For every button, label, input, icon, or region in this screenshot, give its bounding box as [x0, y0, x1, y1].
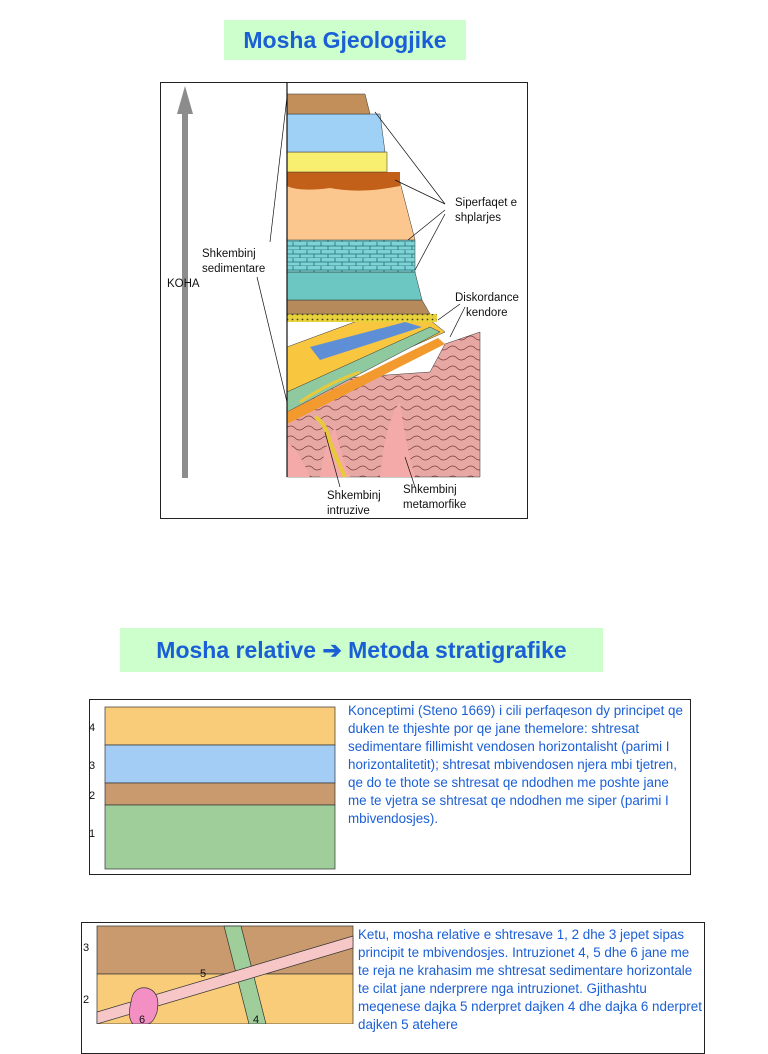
label-erosion-1: Siperfaqet e — [455, 197, 518, 209]
strat-layer-1 — [104, 804, 336, 870]
leader-lines — [256, 96, 466, 488]
label-intrusive-1: Shkembinj — [327, 490, 381, 502]
layer-brown-top — [286, 93, 371, 115]
label-sedimentary-1: Shkembinj — [202, 248, 256, 260]
steno-concept-paragraph: Konceptimi (Steno 1669) i cili perfaqeso… — [348, 703, 683, 826]
stratigraphy-layers-diagram — [104, 706, 336, 870]
layer-yellow — [286, 151, 388, 173]
unconformity-band — [287, 314, 437, 322]
section-title-geologic-age: Mosha Gjeologjike — [224, 20, 466, 60]
layer-teal — [286, 271, 423, 301]
tilted-layer-blue — [310, 322, 422, 360]
intrusion-num-6: 6 — [139, 1014, 146, 1026]
intrusion-explanation-paragraph: Ketu, mosha relative e shtresave 1, 2 dh… — [358, 927, 702, 1032]
tilted-layer-orange-2 — [287, 338, 445, 424]
dike-num-5: 5 — [200, 968, 207, 980]
label-unconformity-1: Diskordance — [455, 292, 519, 304]
label-metamorphic-1: Shkembinj — [403, 484, 457, 496]
layer-lightblue — [286, 113, 386, 153]
label-metamorphic-2: metamorfike — [403, 499, 467, 511]
label-unconformity-2: kendore — [466, 307, 508, 319]
label-intrusive-2: intruzive — [327, 505, 370, 517]
layer-limestone — [286, 239, 416, 273]
strat-num-4: 4 — [89, 722, 96, 734]
time-arrow — [177, 86, 193, 478]
section-title-relative-age: Mosha relative ➔ Metoda stratigrafike — [120, 628, 603, 672]
label-erosion-2: shplarjes — [455, 212, 502, 224]
strat-layer-2 — [104, 782, 336, 806]
layer-rust — [287, 172, 400, 191]
label-sedimentary-2: sedimentare — [202, 263, 266, 275]
layer-brown-base — [286, 299, 431, 315]
intrusion-num-2: 2 — [83, 994, 90, 1006]
geologic-cross-section-diagram — [177, 82, 481, 488]
label-time: KOHA — [167, 278, 200, 290]
dike-5 — [96, 935, 354, 1024]
layer-peach — [286, 181, 416, 241]
intrusion-dike — [313, 415, 347, 478]
intrusion-diagram — [96, 925, 354, 1024]
dike-num-4: 4 — [253, 1014, 260, 1026]
strat-num-2: 2 — [89, 790, 96, 802]
strat-num-3: 3 — [89, 760, 96, 772]
intrusion-num-3: 3 — [83, 942, 90, 954]
intrusion-6 — [129, 987, 159, 1024]
strat-layer-4 — [104, 706, 336, 746]
strat-layer-3 — [104, 744, 336, 784]
strat-num-1: 1 — [89, 828, 96, 840]
